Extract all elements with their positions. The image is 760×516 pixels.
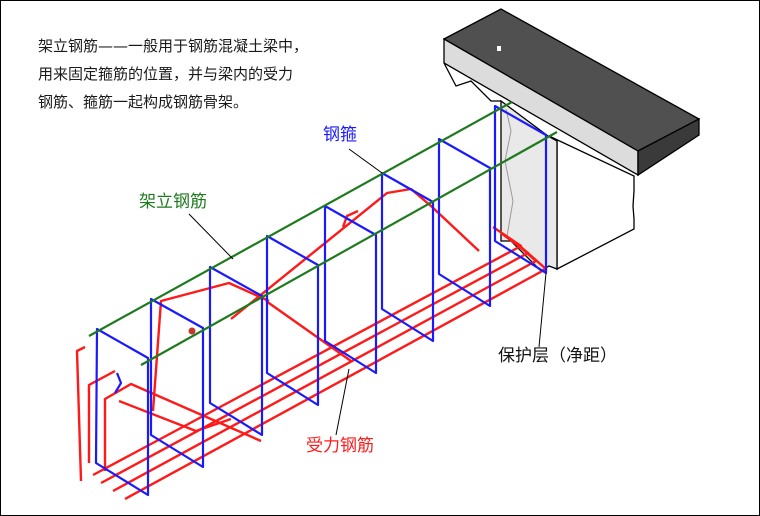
erection-bar-back xyxy=(88,101,513,337)
bent-up-hook xyxy=(341,209,359,228)
stirrup-4 xyxy=(265,234,320,407)
label-stirrup: 钢箍 xyxy=(323,125,357,145)
main-bar-hook-end xyxy=(75,345,86,482)
stirrup-7 xyxy=(437,137,492,308)
erection-bars xyxy=(88,101,558,366)
stirrup-hook xyxy=(114,372,123,394)
concrete-column xyxy=(500,99,635,272)
erection-bar-front xyxy=(140,131,558,366)
main-bar-bent-left xyxy=(103,382,262,471)
leader-cover xyxy=(538,272,547,348)
stirrup-6 xyxy=(380,171,435,343)
intro-line-3: 钢筋、箍筋一起构成钢筋骨架。 xyxy=(38,93,248,111)
main-bar-hook-left xyxy=(87,369,116,463)
main-bar-bend-1 xyxy=(118,399,232,433)
bar-node xyxy=(188,327,196,335)
main-bar-1 xyxy=(124,246,548,501)
bent-up-bar-slope xyxy=(265,300,352,362)
leader-main xyxy=(335,368,350,436)
stirrups xyxy=(94,104,548,497)
stirrup-5 xyxy=(323,204,378,375)
intro-line-2: 用来固定箍筋的位置，并与梁内的受力 xyxy=(38,65,293,83)
stirrup-1 xyxy=(94,327,150,497)
label-main-bar: 受力钢筋 xyxy=(306,436,374,456)
label-erection-bar: 架立钢筋 xyxy=(139,192,207,212)
main-bar-4 xyxy=(92,226,523,477)
concrete-slab xyxy=(442,8,701,177)
intro-line-1: 架立钢筋——一般用于钢筋混凝土梁中， xyxy=(38,37,308,55)
slab-speck xyxy=(497,46,501,51)
stirrup-3 xyxy=(208,265,264,437)
label-cover: 保护层（净距） xyxy=(498,346,617,366)
stirrup-2 xyxy=(149,297,205,469)
leader-lines xyxy=(188,148,547,436)
leader-erection xyxy=(188,213,234,260)
leader-stirrup xyxy=(348,148,383,174)
